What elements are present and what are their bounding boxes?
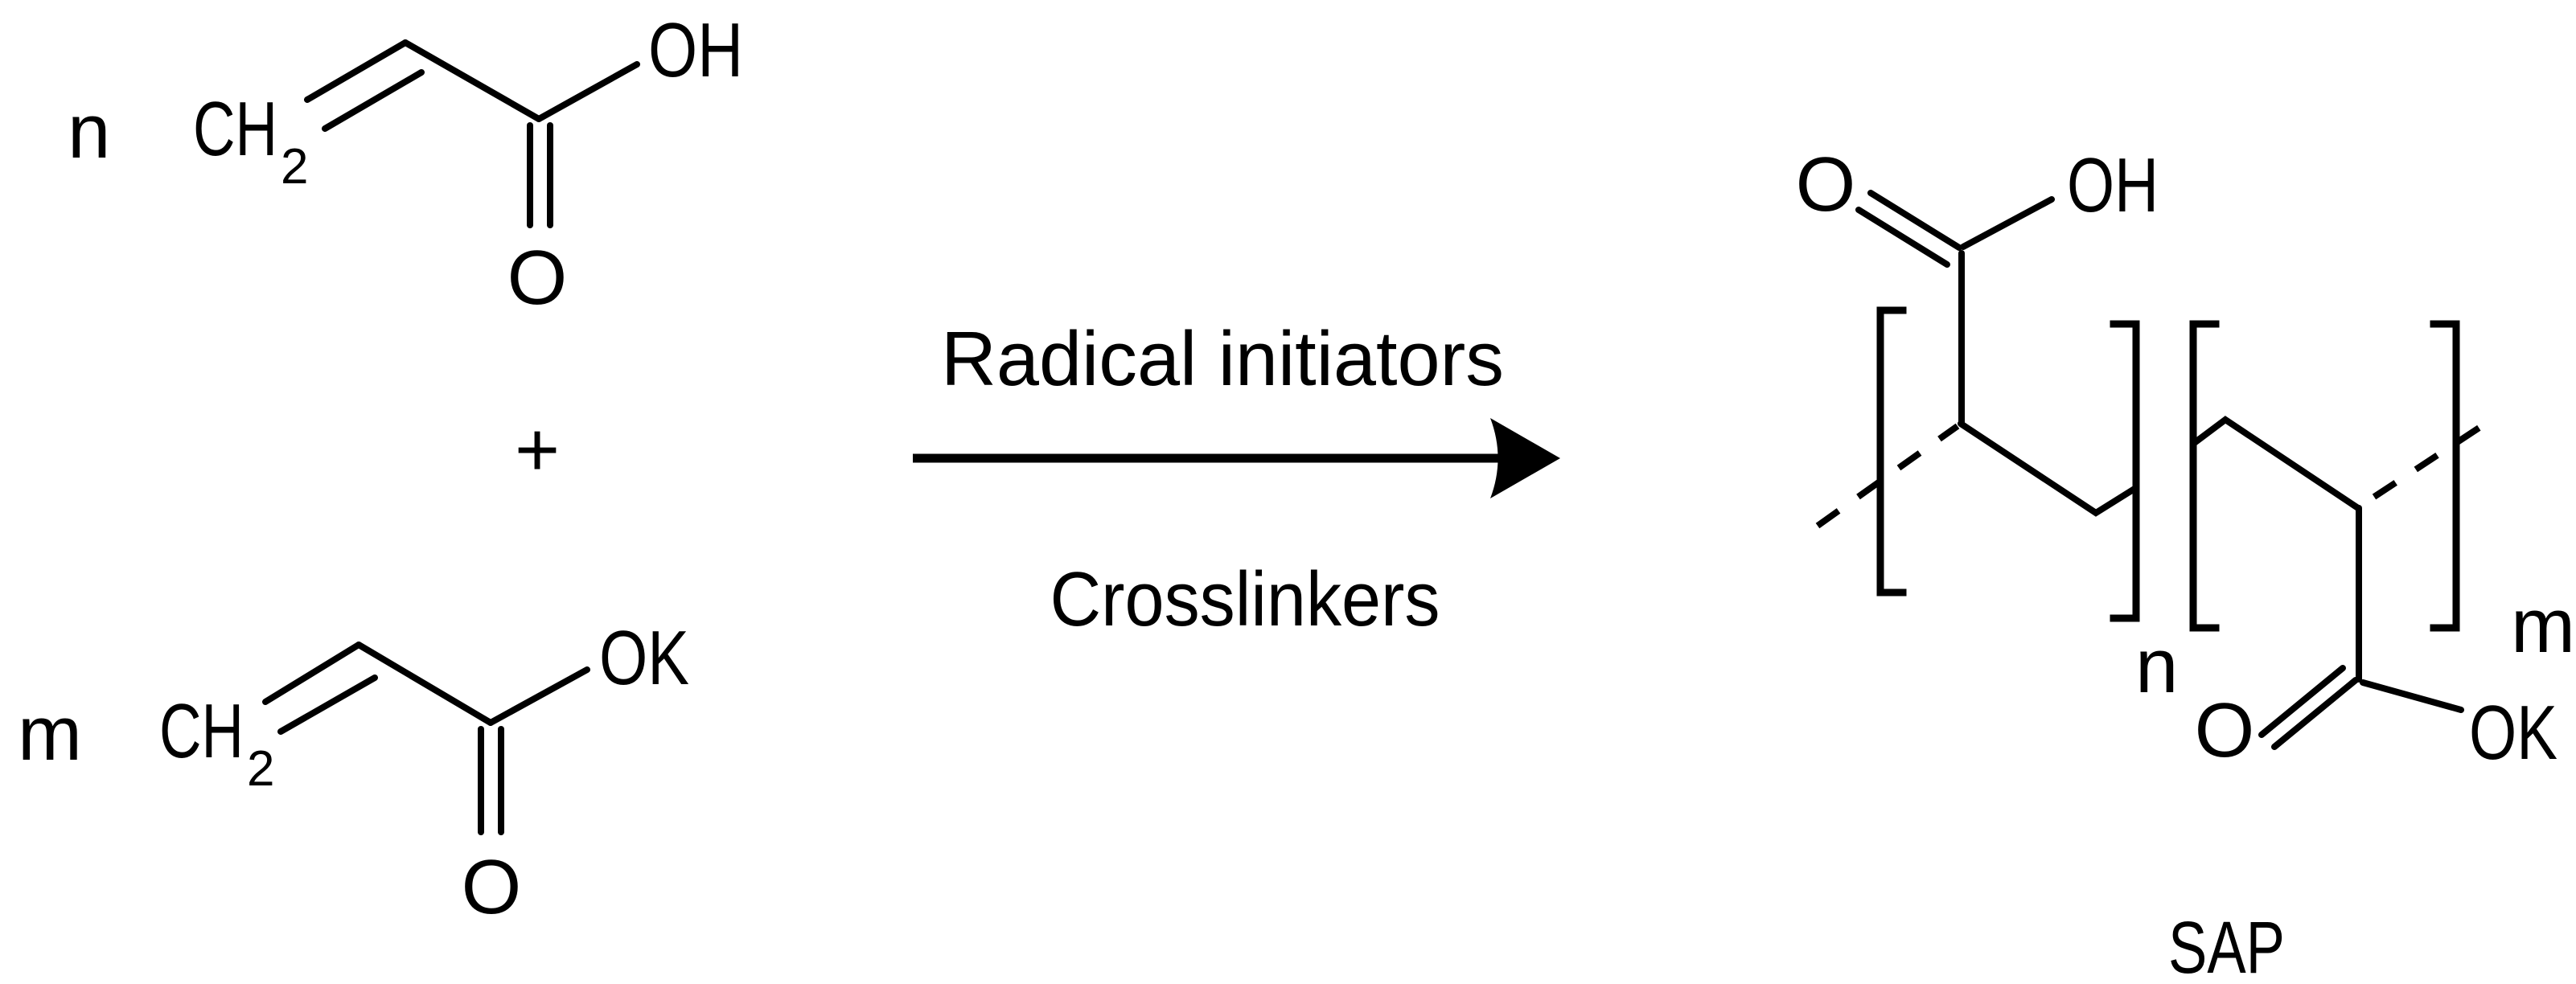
polymer-ok-label: OK — [2469, 690, 2558, 776]
co-double-bond-line2 — [1855, 207, 1950, 268]
polymer-hydroxyl-label: OH — [2067, 142, 2159, 228]
ch-c-bond — [402, 39, 542, 122]
backbone-continuation-dashed-bond-right — [2372, 413, 2499, 500]
co-double-bond-line2 — [2258, 665, 2346, 738]
product-name-label: SAP — [2168, 907, 2285, 984]
acrylic-acid-structure: n CH 2 OH O — [68, 7, 743, 321]
ch-c-bond — [355, 642, 494, 726]
c-ok-bond — [487, 666, 590, 726]
plus-sign: + — [515, 407, 560, 493]
c-oh-bond — [1960, 196, 2055, 250]
c-ok-bond — [2360, 679, 2464, 713]
acrylic-acid-coefficient: n — [68, 88, 110, 174]
condition-above-arrow: Radical initiators — [941, 316, 1504, 402]
backbone-continuation-dashed-bond-left — [1815, 423, 1960, 529]
acrylic-acid-hydroxyl-label: OH — [648, 7, 743, 93]
repeat-subscript-m: m — [2511, 583, 2575, 669]
backbone-zigzag-n-unit — [1958, 420, 2138, 517]
acrylic-acid-ch2-label: CH — [193, 86, 277, 172]
repeat-bracket-open-m — [2189, 320, 2220, 632]
potassium-acrylate-structure: m CH 2 OK O — [18, 615, 689, 930]
polymer-acid-carbonyl-oxygen-label: O — [1796, 141, 1856, 228]
repeat-bracket-open-n — [1876, 306, 1907, 597]
acrylic-acid-ch2-subscript: 2 — [281, 139, 308, 195]
potassium-acrylate-ch2-subscript: 2 — [247, 741, 274, 797]
reaction-arrow — [913, 418, 1560, 498]
polymer-salt-carbonyl-oxygen-label: O — [2195, 687, 2255, 773]
polymer-structure: O OH n m O OK SAP — [1796, 141, 2575, 984]
potassium-acrylate-coefficient: m — [18, 691, 82, 777]
reaction-arrow-head — [1490, 418, 1560, 498]
reaction-conditions: Radical initiators Crosslinkers — [913, 316, 1560, 642]
condition-below-arrow: Crosslinkers — [1050, 556, 1440, 642]
potassium-acrylate-carbonyl-oxygen-label: O — [462, 844, 522, 930]
cc-double-bond-line2 — [277, 674, 378, 735]
cc-double-bond-line1 — [262, 642, 362, 705]
cc-double-bond-line2 — [322, 69, 425, 132]
potassium-acrylate-ok-label: OK — [599, 615, 689, 701]
repeat-subscript-n: n — [2135, 623, 2178, 709]
acrylic-acid-carbonyl-oxygen-label: O — [507, 235, 568, 321]
co-double-bond-line1 — [2271, 677, 2359, 750]
cc-double-bond-line1 — [304, 39, 409, 103]
repeat-bracket-close-n — [2110, 320, 2140, 622]
potassium-acrylate-ch2-label: CH — [159, 688, 244, 774]
repeat-bracket-close-m — [2430, 320, 2460, 632]
co-double-bond-line1 — [1867, 190, 1962, 251]
c-oh-bond — [536, 61, 640, 122]
backbone-zigzag-m-unit — [2190, 416, 2361, 511]
